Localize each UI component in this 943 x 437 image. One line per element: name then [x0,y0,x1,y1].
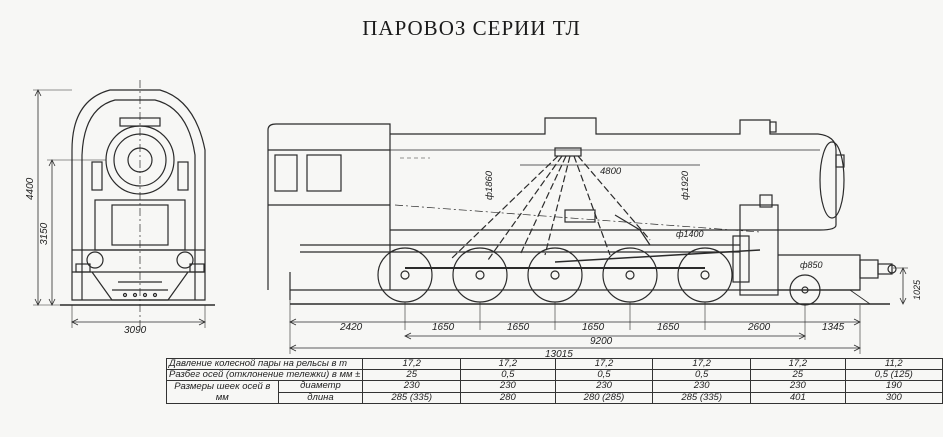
table-cell: 0,5 [652,369,751,381]
front-view [33,80,215,330]
table-cell: 0,5 [554,369,654,381]
length-sub-label: длина [277,391,364,404]
pressure-row-label: Давление колесной пары на рельсы в т [165,358,364,370]
journal-group-label: Размеры шеек осей в мм [166,380,279,404]
table-cell: 230 [362,380,462,393]
side-view [267,117,908,354]
table-cell: 280 [460,391,556,404]
pony-wheel-diameter-label: ф850 [800,260,823,270]
spacing-7: 1345 [822,322,845,333]
boiler-diameter-label: ф1920 [680,170,691,200]
table-cell: 285 (335) [652,391,751,404]
table-cell: 190 [844,380,943,393]
table-cell: 17,2 [362,358,462,370]
table-cell: 300 [844,391,943,404]
play-row-label: Разбег осей (отклонение тележки) в мм ± [165,369,364,381]
spacing-5: 1650 [657,322,680,333]
table-cell: 17,2 [652,358,751,370]
page-title: ПАРОВОЗ СЕРИИ ТЛ [362,16,581,40]
table-cell: 0,5 [460,369,556,381]
spacing-2: 1650 [432,322,455,333]
table-cell: 0,5 (125) [844,369,943,381]
boiler-length-label: 4800 [600,166,622,177]
buffer-height-label: 1025 [912,279,922,300]
table-cell: 230 [460,380,556,393]
table-cell: 401 [750,391,846,404]
table-cell: 11,2 [844,358,943,370]
axle-spec-table: Давление колесной пары на рельсы в т 17,… [165,358,943,404]
table-row: Давление колесной пары на рельсы в т 17,… [165,358,943,370]
front-width: 3090 [124,325,147,336]
table-cell: 25 [750,369,846,381]
diameter-sub-label: диаметр [277,380,364,393]
table-cell: 17,2 [750,358,846,370]
table-cell: 25 [362,369,462,381]
table-cell: 230 [750,380,846,393]
driving-wheel-diameter-label: ф1400 [676,229,704,239]
spacing-3: 1650 [507,322,530,333]
table-row: Размеры шеек осей в мм диаметр 230 230 2… [166,380,943,404]
table-cell: 17,2 [460,358,556,370]
dome-diameter-label: ф1860 [484,170,495,200]
table-cell: 230 [554,380,654,393]
table-cell: 230 [652,380,751,393]
table-cell: 17,2 [554,358,654,370]
table-cell: 280 (285) [554,391,654,404]
spacing-4: 1650 [582,322,605,333]
spacing-6: 2600 [747,322,771,333]
table-cell: 285 (335) [362,391,462,404]
total-length-label: 13015 [545,349,573,360]
front-height-axis: 3150 [39,222,50,245]
table-row: длина 285 (335) 280 280 (285) 285 (335) … [167,391,943,404]
spacing-1: 2420 [339,322,363,333]
front-height-total: 4400 [25,177,36,200]
wheelbase-label: 9200 [590,336,613,347]
table-row: Разбег осей (отклонение тележки) в мм ± … [165,369,943,381]
